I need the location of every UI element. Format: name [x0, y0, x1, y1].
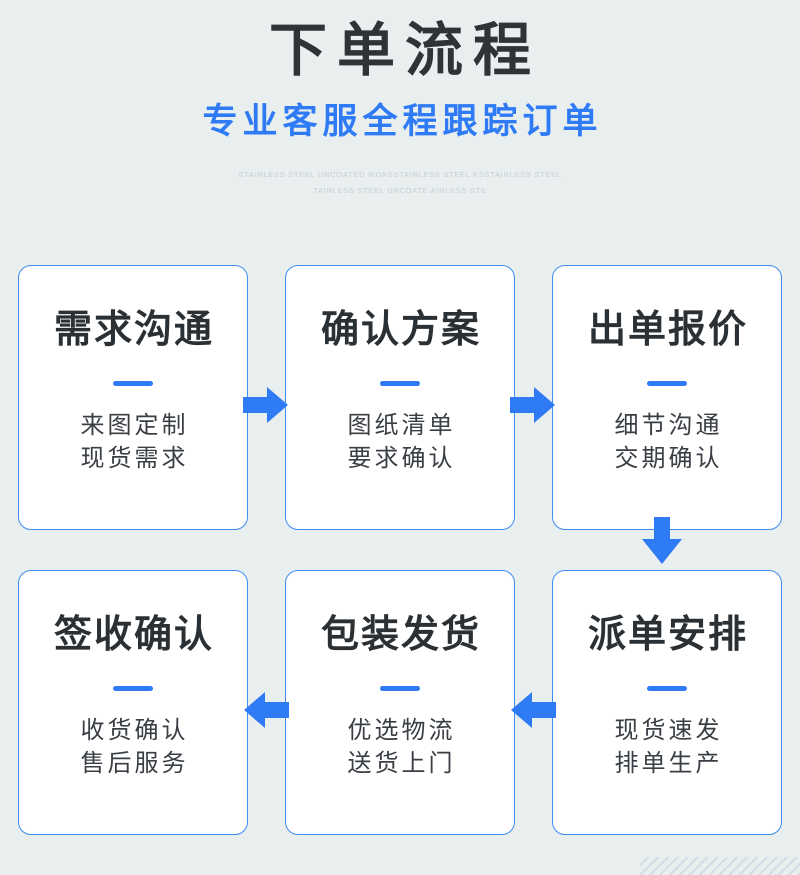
step-description: 收货确认 售后服务	[78, 691, 189, 781]
step-description: 细节沟通 交期确认	[612, 386, 723, 476]
step-divider	[113, 685, 153, 691]
step-desc-line-2: 送货上门	[347, 750, 456, 777]
arrow-right-icon	[510, 385, 556, 425]
step-desc-line-1: 来图定制	[80, 412, 189, 439]
header: 下单流程 专业客服全程跟踪订单 STAINLESS STEEL UNCOATED…	[0, 0, 800, 199]
english-text-line-1: STAINLESS STEEL UNCOATED WOKSSTAINLESS S…	[238, 169, 562, 179]
arrow-right-icon	[243, 385, 289, 425]
step-divider	[113, 380, 153, 386]
step-description: 现货速发 排单生产	[612, 691, 723, 781]
step-description: 优选物流 送货上门	[345, 691, 456, 781]
step-divider	[647, 685, 687, 691]
process-step-card-5: 包装发货 优选物流 送货上门	[285, 570, 515, 835]
process-step-card-6: 签收确认 收货确认 售后服务	[18, 570, 248, 835]
step-title: 出单报价	[587, 309, 748, 351]
step-title: 需求沟通	[53, 309, 214, 351]
step-description: 图纸清单 要求确认	[345, 386, 456, 476]
step-desc-line-2: 排单生产	[614, 750, 723, 777]
arrow-left-icon	[510, 690, 556, 730]
step-desc-line-2: 售后服务	[80, 750, 189, 777]
page-title: 下单流程	[268, 18, 541, 83]
english-text-line-2: TAINLESS STEEL UNCOATE AINLESS STE	[313, 185, 487, 195]
page-subtitle: 专业客服全程跟踪订单	[202, 101, 603, 141]
arrow-left-icon	[243, 690, 289, 730]
step-desc-line-1: 收货确认	[80, 717, 189, 744]
process-flow: 需求沟通 来图定制 现货需求 确认方案 图纸清单 要求确认 出单报价 细节沟通 …	[0, 265, 800, 840]
step-desc-line-1: 现货速发	[614, 717, 723, 744]
step-desc-line-1: 图纸清单	[347, 412, 456, 439]
step-desc-line-2: 交期确认	[614, 445, 723, 472]
process-step-card-1: 需求沟通 来图定制 现货需求	[18, 265, 248, 530]
step-title: 派单安排	[587, 614, 748, 656]
step-divider	[380, 685, 420, 691]
step-desc-line-1: 优选物流	[347, 717, 456, 744]
step-title: 签收确认	[53, 614, 214, 656]
step-desc-line-1: 细节沟通	[614, 412, 723, 439]
process-step-card-4: 派单安排 现货速发 排单生产	[552, 570, 782, 835]
step-title: 包装发货	[320, 614, 481, 656]
arrow-down-icon	[640, 517, 684, 565]
step-divider	[380, 380, 420, 386]
step-divider	[647, 380, 687, 386]
process-step-card-3: 出单报价 细节沟通 交期确认	[552, 265, 782, 530]
step-desc-line-2: 要求确认	[347, 445, 456, 472]
decorative-english-text: STAINLESS STEEL UNCOATED WOKSSTAINLESS S…	[0, 143, 800, 199]
corner-stripe-watermark	[640, 857, 800, 875]
step-title: 确认方案	[320, 309, 481, 351]
step-description: 来图定制 现货需求	[78, 386, 189, 476]
process-step-card-2: 确认方案 图纸清单 要求确认	[285, 265, 515, 530]
step-desc-line-2: 现货需求	[80, 445, 189, 472]
